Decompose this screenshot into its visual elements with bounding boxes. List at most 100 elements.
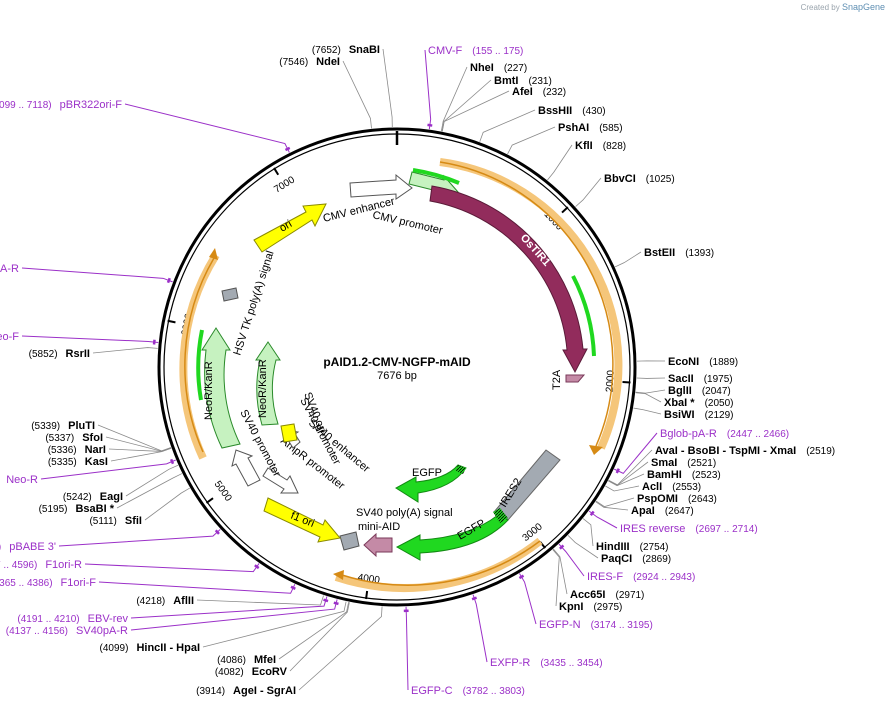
site-label: (5336)NarI — [48, 444, 106, 456]
orange-arc-ostir1-head — [589, 445, 603, 455]
site-leader-line — [278, 601, 350, 660]
tick-label: 3000 — [521, 521, 546, 544]
site-name: AflII — [173, 595, 194, 607]
site-leader-line — [116, 473, 183, 509]
egfp-small-hatch — [456, 465, 466, 474]
site-position: (1975) — [704, 374, 733, 385]
orange-arc-ostir1 — [439, 158, 623, 450]
orange-arc-bottom-core — [341, 540, 541, 586]
primer-name: SV40pA-R — [76, 625, 128, 637]
site-label: (4082)EcoRV — [215, 666, 288, 678]
primer-marker — [559, 544, 565, 550]
tick-7000 — [273, 167, 280, 176]
site-label: BglII(2047) — [668, 385, 731, 397]
sv40-ori-block — [280, 423, 298, 443]
primer-marker — [589, 510, 595, 517]
site-name: PspOMI — [637, 493, 678, 505]
site-position: (2047) — [702, 386, 731, 397]
primer-position: (2447 .. 2466) — [727, 429, 789, 440]
tick-1000 — [561, 206, 569, 214]
plasmid-name: pAID1.2-CMV-NGFP-mAID — [323, 355, 471, 369]
primer-position: (4839 .. 4859) — [0, 542, 1, 553]
primer-name: pBR322ori-F — [60, 99, 123, 111]
primer-name: EBV-rev — [88, 613, 129, 625]
site-label: AfeI(232) — [512, 86, 566, 98]
backbone-outer — [157, 127, 637, 607]
f1-ori-arrow — [263, 497, 341, 543]
site-position: (5337) — [45, 433, 74, 444]
site-name: XbaI * — [664, 397, 695, 409]
primer-name: EXFP-R — [490, 657, 530, 669]
site-position: (5852) — [29, 349, 58, 360]
primer-name: F1ori-R — [45, 559, 82, 571]
site-position: (5339) — [31, 421, 60, 432]
site-name: EcoNI — [668, 356, 699, 368]
site-position: (7652) — [312, 45, 341, 56]
site-name: BstEII — [644, 247, 675, 259]
site-position: (5111) — [89, 516, 116, 527]
primer-position: (155 .. 175) — [472, 46, 523, 57]
site-leader-line — [196, 595, 324, 606]
primer-name: EGFP-C — [411, 685, 453, 697]
site-position: (1025) — [646, 174, 675, 185]
site-label: (7652) SnaBI — [312, 44, 380, 56]
site-label: AvaI - BsoBI - TspMI - XmaI(2519) — [655, 445, 835, 457]
primer-position: (4137 .. 4156) — [6, 626, 68, 637]
egfp-small-arrow — [395, 464, 467, 503]
site-name: MfeI — [254, 654, 276, 666]
site-leader-line — [342, 60, 372, 129]
primer-label: EGFP-C(3782 .. 3803) — [411, 685, 525, 697]
primer-label: EXFP-R(3435 .. 3454) — [490, 657, 603, 669]
site-label: PaqCI(2869) — [601, 553, 671, 565]
site-position: (4218) — [136, 596, 165, 607]
site-leader-line — [92, 347, 158, 354]
site-name: SnaBI — [349, 44, 380, 56]
site-leader-line — [144, 487, 190, 521]
primer-label: CMV-F(155 .. 175) — [428, 45, 523, 57]
site-leader-line — [633, 407, 662, 415]
primer-name: EGFP-N — [539, 619, 581, 631]
site-position: (3914) — [196, 686, 225, 697]
primer-marker — [427, 123, 433, 127]
site-position: (2647) — [665, 506, 694, 517]
site-position: (2975) — [593, 602, 622, 613]
site-label: BsiWI(2129) — [664, 409, 733, 421]
ori-arrow — [253, 203, 327, 253]
site-leader-line — [553, 548, 568, 595]
cmv-enhancer-arrow — [349, 173, 413, 200]
feature-label-cmv-promoter: CMV promoter — [371, 209, 444, 237]
primer-name: pBABE 3' — [9, 541, 56, 553]
site-name: AclI — [642, 481, 662, 493]
feature-label-mini-aid: mini-AID — [358, 521, 400, 533]
primer-position: (4365 .. 4386) — [0, 578, 53, 589]
orange-arc-bottom-head — [333, 570, 344, 580]
primer-marker — [615, 468, 620, 474]
site-name: BsaBI * — [75, 503, 114, 515]
primer-marker — [284, 146, 291, 152]
site-label: BmtI(231) — [494, 75, 552, 87]
primer-label: (4191 .. 4210)EBV-rev — [17, 613, 128, 625]
primer-leader-line — [98, 581, 296, 594]
primer-leader-line — [58, 529, 221, 547]
site-leader-line — [289, 602, 350, 672]
site-label: BbvCI(1025) — [604, 173, 675, 185]
site-position: (2754) — [640, 542, 669, 553]
ampr-promoter-arrow — [262, 467, 299, 494]
tick-5000 — [205, 497, 214, 504]
site-label: (5337)SfoI — [45, 432, 103, 444]
primer-marker — [323, 598, 329, 603]
site-position: (2643) — [688, 494, 717, 505]
site-name: KasI — [85, 456, 108, 468]
ostir1-green-bar — [571, 275, 596, 357]
site-name: SacII — [668, 373, 694, 385]
ires2-block — [493, 449, 561, 521]
site-position: (2869) — [642, 554, 671, 565]
primer-label: IRES reverse(2697 .. 2714) — [620, 523, 758, 535]
primer-label: (4137 .. 4156) SV40pA-R — [6, 625, 128, 637]
primer-label: EGFP-N(3174 .. 3195) — [539, 619, 653, 631]
site-label: (5339)PluTI — [31, 420, 95, 432]
primer-position: (7099 .. 7118) — [0, 100, 52, 111]
site-label: PshAI(585) — [558, 122, 623, 134]
site-name: EcoRV — [252, 666, 288, 678]
